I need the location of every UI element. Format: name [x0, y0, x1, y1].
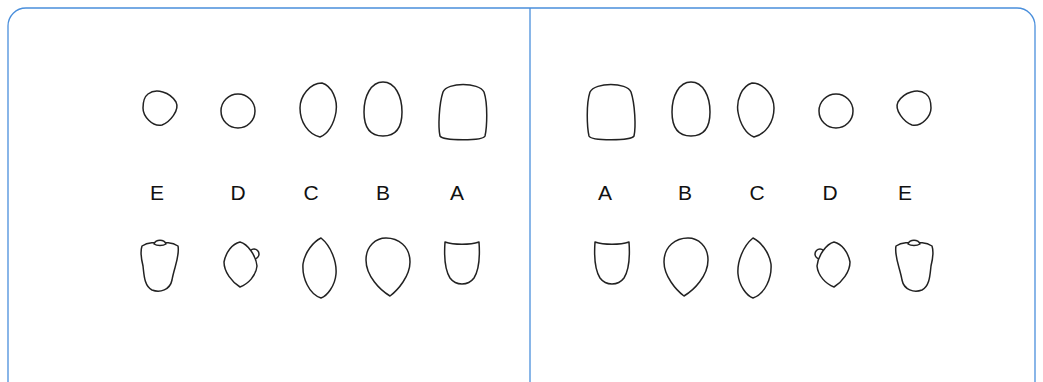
tooth-letter: B	[376, 182, 390, 203]
divider-line	[529, 8, 530, 382]
tooth-letter: D	[230, 182, 245, 203]
tooth-letter: E	[898, 182, 912, 203]
tooth-group-mirror	[587, 82, 933, 298]
tooth-group	[141, 82, 487, 298]
tooth-letter: A	[450, 182, 464, 203]
tooth-letter: D	[822, 182, 837, 203]
tooth-letter: C	[749, 182, 764, 203]
panel-border	[8, 8, 1035, 382]
tooth-letter: E	[150, 182, 164, 203]
tooth-letter: B	[678, 182, 692, 203]
tooth-letter: A	[598, 182, 612, 203]
tooth-letter: C	[303, 182, 318, 203]
